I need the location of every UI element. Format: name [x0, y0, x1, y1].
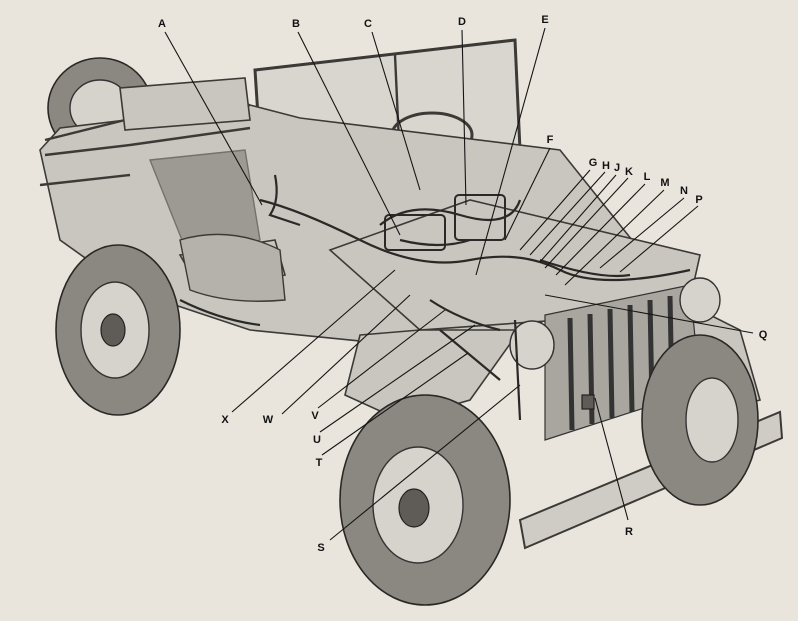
- leader-g: [519, 169, 591, 251]
- callout-l: L: [644, 171, 651, 183]
- callout-n: N: [680, 185, 688, 197]
- leader-n: [599, 197, 685, 269]
- callout-d: D: [458, 16, 466, 28]
- callout-m: M: [660, 177, 669, 189]
- leader-f: [504, 147, 551, 241]
- callout-c: C: [364, 18, 372, 30]
- left-headlight: [509, 320, 555, 370]
- callout-v: V: [311, 410, 319, 422]
- callout-x: X: [221, 414, 229, 426]
- leader-v: [317, 309, 446, 409]
- callout-h: H: [602, 160, 610, 172]
- callout-a: A: [158, 18, 166, 30]
- callout-labels: A B C D E F G H J K L M N P Q R S T U V …: [158, 14, 768, 554]
- callout-q: Q: [759, 329, 768, 341]
- leader-lines: [164, 27, 754, 541]
- left-front-fender: [344, 329, 522, 421]
- callout-g: G: [589, 157, 598, 169]
- leader-h: [529, 171, 606, 256]
- wiring-harness: [179, 174, 691, 421]
- leader-b: [297, 31, 401, 236]
- callout-w: W: [263, 414, 274, 426]
- callout-b: B: [292, 18, 300, 30]
- leader-a: [164, 31, 263, 206]
- leader-k: [544, 177, 629, 269]
- leader-r: [594, 397, 629, 521]
- leader-p: [619, 205, 699, 273]
- horn: [581, 394, 595, 410]
- callout-s: S: [317, 542, 324, 554]
- leader-u: [319, 324, 476, 433]
- leader-e: [475, 27, 546, 276]
- callout-f: F: [547, 134, 554, 146]
- leader-l: [555, 183, 646, 276]
- callout-t: T: [316, 457, 323, 469]
- front-right-wheel: [641, 334, 759, 506]
- leader-t: [321, 352, 469, 456]
- callout-j: J: [614, 162, 620, 174]
- front-left-wheel: [339, 394, 511, 606]
- leader-q: [544, 294, 754, 334]
- callout-k: K: [625, 166, 633, 178]
- callout-r: R: [625, 526, 633, 538]
- rear-wheel: [55, 244, 181, 416]
- callout-e: E: [541, 14, 548, 26]
- leader-c: [371, 31, 421, 191]
- callout-u: U: [313, 434, 321, 446]
- leader-x: [231, 269, 396, 413]
- leader-s: [329, 384, 521, 541]
- leader-m: [564, 189, 665, 286]
- callout-p: P: [695, 194, 702, 206]
- leader-d: [461, 29, 467, 206]
- leader-w: [281, 294, 411, 415]
- right-headlight: [679, 277, 721, 323]
- leader-j: [539, 174, 617, 263]
